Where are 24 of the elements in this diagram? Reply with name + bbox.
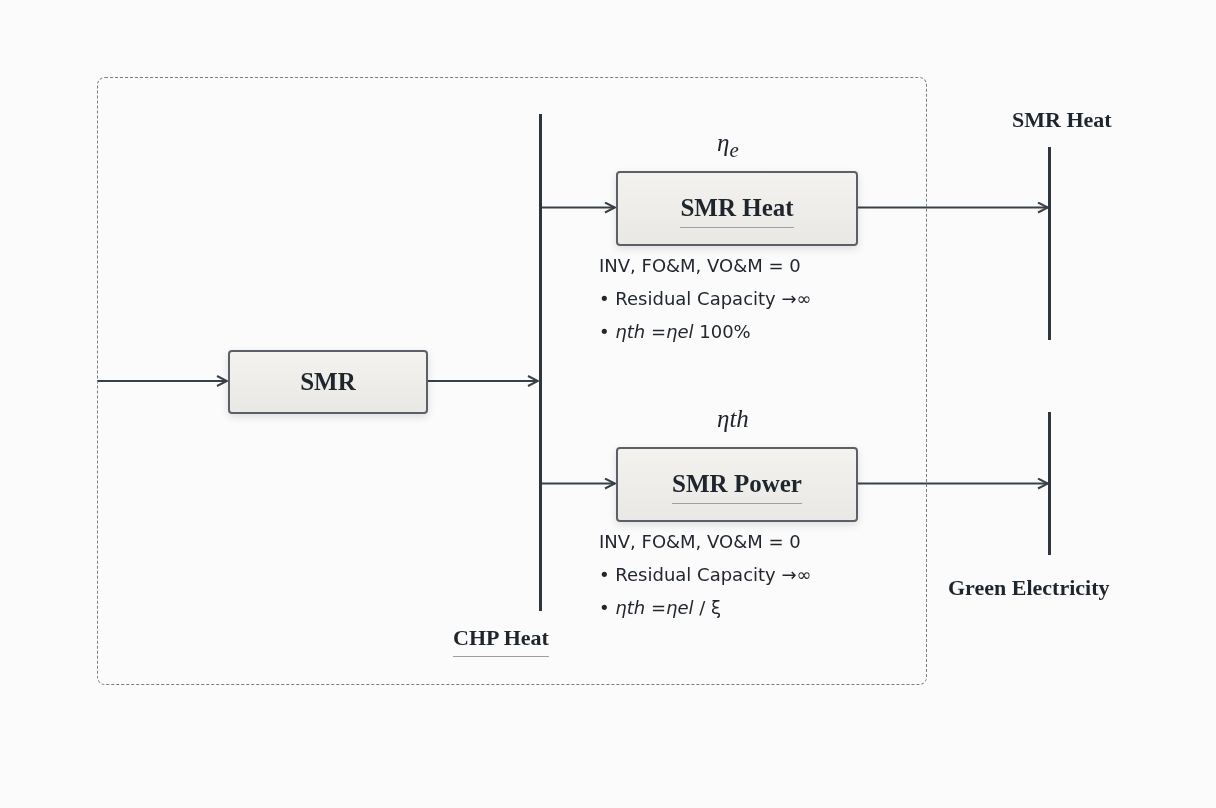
arrow xyxy=(540,477,616,490)
arrow xyxy=(96,375,228,387)
process-box xyxy=(228,350,428,414)
box-title: SMR Heat xyxy=(680,193,794,228)
box-title: SMR Power xyxy=(672,469,802,504)
bullet-note: • Residual Capacity →∞ xyxy=(599,564,812,585)
bus-label: Green Electricity xyxy=(948,575,1110,601)
process-box xyxy=(616,171,858,246)
efficiency-symbol: ηth xyxy=(717,405,749,433)
arrow xyxy=(856,201,1049,214)
bullet-note: • ηth =ηel / ξ xyxy=(599,597,722,618)
process-box xyxy=(616,447,858,522)
bus-label: CHP Heat xyxy=(453,625,549,657)
bullet-note: • Residual Capacity →∞ xyxy=(599,288,812,309)
bus-label: SMR Heat xyxy=(1012,107,1112,133)
cost-note: INV, FO&M, VO&M = 0 xyxy=(599,255,801,276)
system-boundary-box xyxy=(97,77,927,685)
box-title: SMR xyxy=(300,368,356,396)
efficiency-symbol: η$_{e}$ xyxy=(717,129,739,163)
cost-note: INV, FO&M, VO&M = 0 xyxy=(599,531,801,552)
arrow xyxy=(426,375,539,387)
arrow xyxy=(540,201,616,214)
bullet-note: • ηth =ηel 100% xyxy=(599,321,751,342)
arrow xyxy=(856,477,1049,490)
